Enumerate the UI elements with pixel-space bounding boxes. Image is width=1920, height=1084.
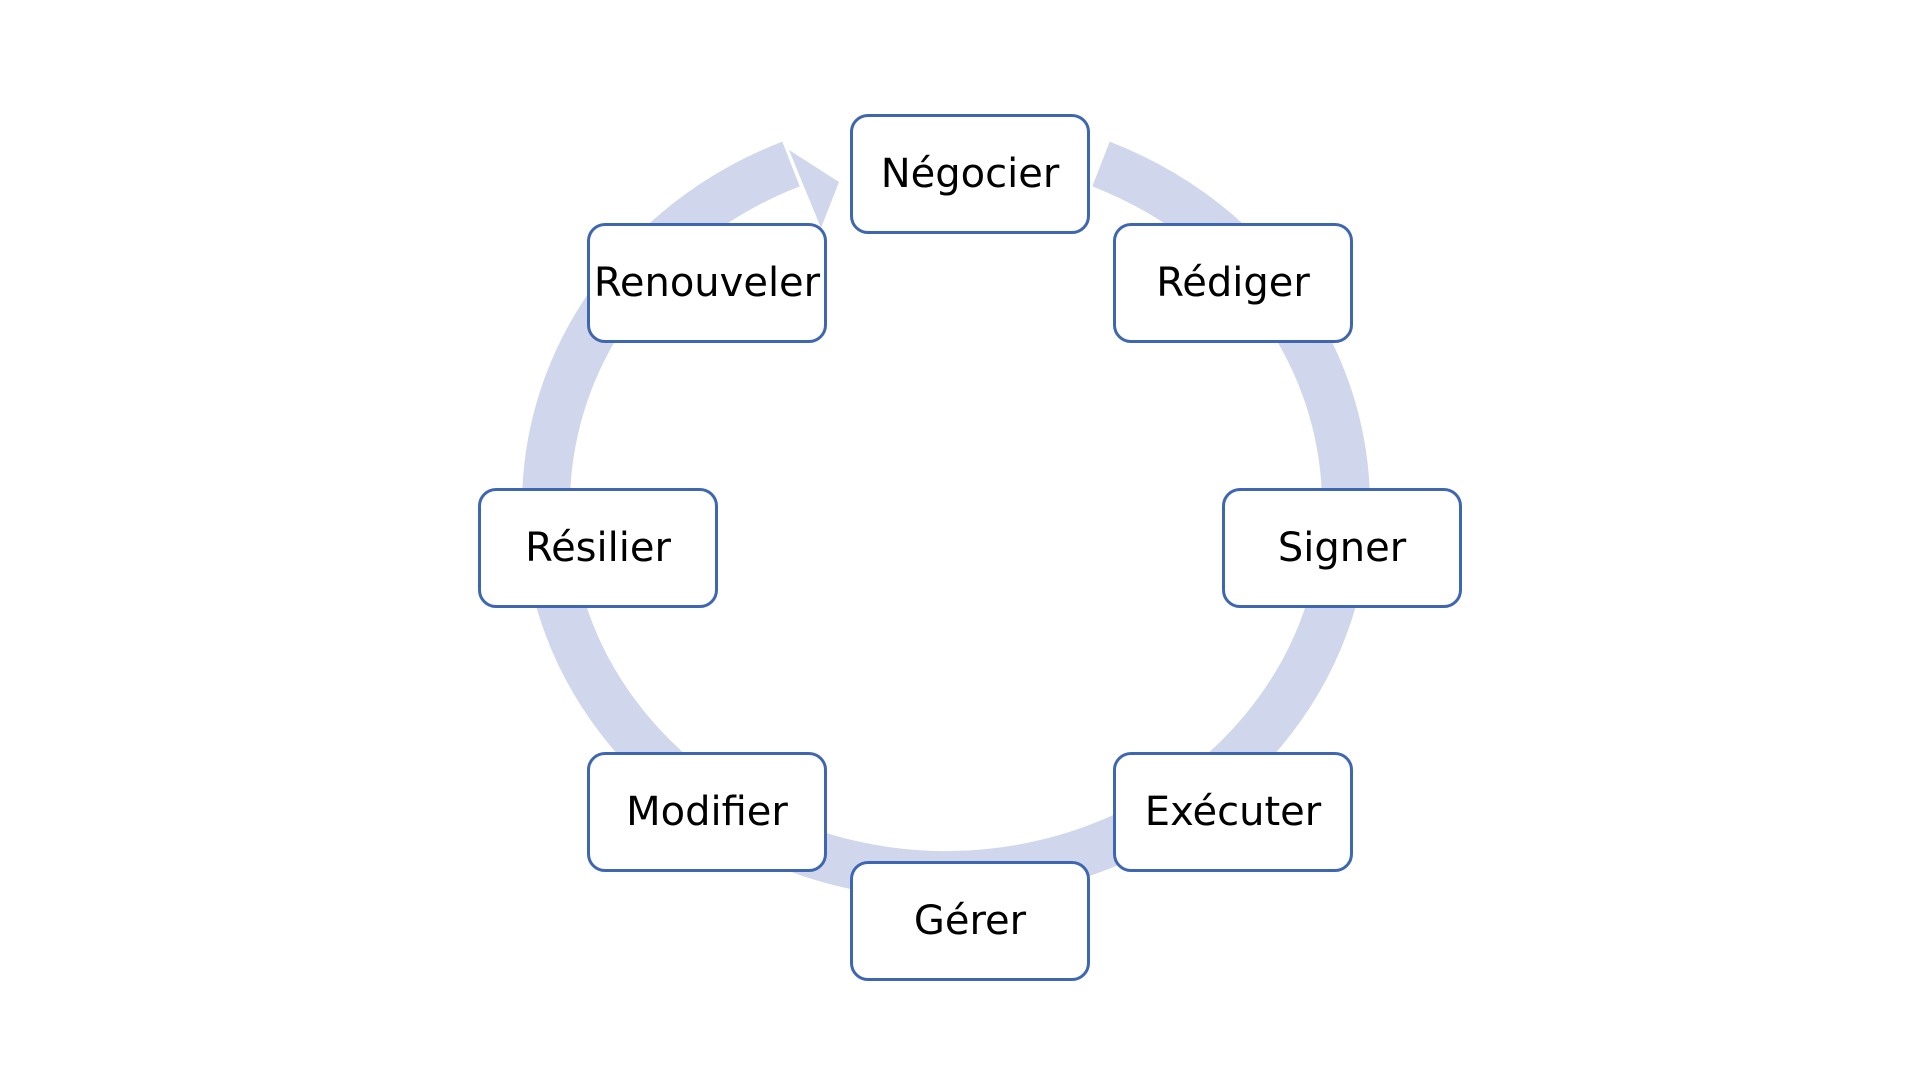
step-modifier: Modifier <box>587 752 827 872</box>
step-resilier: Résilier <box>478 488 718 608</box>
step-gerer: Gérer <box>850 861 1090 981</box>
step-renouveler: Renouveler <box>587 223 827 343</box>
step-negocier: Négocier <box>850 114 1090 234</box>
step-signer: Signer <box>1222 488 1462 608</box>
cycle-arrowhead <box>789 150 839 228</box>
step-executer: Exécuter <box>1113 752 1353 872</box>
step-rediger: Rédiger <box>1113 223 1353 343</box>
